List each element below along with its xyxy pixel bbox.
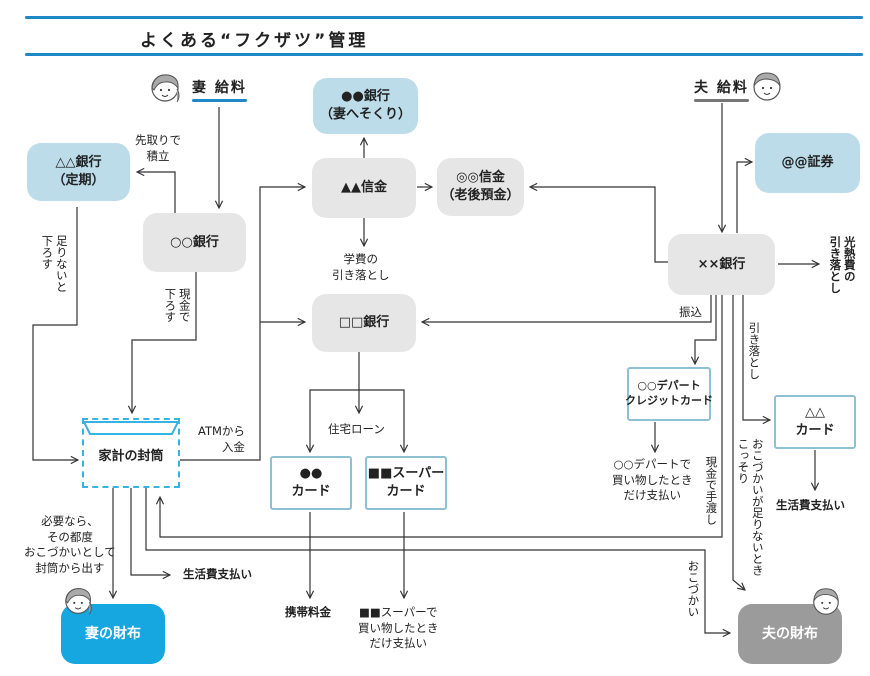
arrow-cross-bank-to-square-bank — [422, 295, 712, 322]
page-title: よくある“フクザツ”管理 — [140, 31, 369, 51]
wife-salary-label: 妻 給料 — [192, 77, 247, 102]
node-triangle-card: △△ カード — [774, 395, 856, 449]
label-utility-debit: 光熱費の 引き落とし — [828, 236, 857, 294]
node-double-circle-shinkin: ◎◎信金 （老後預金） — [437, 158, 524, 216]
arrow-square-bank-to-super-card — [359, 389, 404, 452]
arrow-cross-bank-to-securities — [736, 162, 752, 233]
node-black-triangle-shinkin: ▲▲信金 — [312, 158, 416, 218]
node-black-circle-bank: ●●銀行 （妻へそくり） — [313, 78, 418, 134]
node-black-circle-card: ●● カード — [270, 456, 352, 510]
label-withdraw-cash: 現金で 下ろす — [163, 288, 192, 323]
wife-face-icon — [151, 74, 180, 103]
arrow-circle-bank-to-envelope — [132, 272, 197, 413]
husband-wallet-face-icon — [813, 588, 839, 615]
node-department-card: ○○デパート クレジットカード — [625, 367, 713, 421]
arrow-cross-bank-to-double-circle — [530, 187, 668, 263]
node-wife-wallet: 妻の財布 — [61, 604, 165, 664]
label-cash-handover: 現金で手渡し — [704, 456, 719, 525]
node-circle-bank: ○○銀行 — [143, 213, 246, 272]
husband-salary-text: 夫 給料 — [694, 80, 749, 96]
label-withdraw-if-short: 足りないと 下ろす — [40, 235, 69, 293]
label-home-loan: 住宅ローン — [328, 422, 385, 436]
wife-salary-text: 妻 給料 — [192, 80, 247, 96]
arrow-envelope-to-husband-wallet — [145, 487, 730, 633]
node-household-envelope: 家計の封筒 — [82, 418, 180, 488]
envelope-flap-icon — [84, 421, 178, 435]
arrow-cross-bank-to-envelope — [160, 295, 723, 538]
label-living-expenses-left: 生活費支払い — [183, 567, 252, 581]
arrow-envelope-to-shinkin — [180, 187, 305, 461]
arrow-cross-bank-to-dept-card — [695, 295, 717, 364]
node-cross-bank: ××銀行 — [668, 234, 775, 295]
husband-face-icon — [753, 72, 781, 101]
arrow-triangle-bank-to-envelope — [32, 207, 78, 460]
header-rule-top — [25, 16, 863, 19]
node-triangle-bank: △△銀行 （定期） — [27, 143, 130, 201]
arrow-envelope-to-living-expenses — [130, 487, 170, 575]
wife-wallet-face-icon — [65, 588, 92, 615]
node-securities: @@証券 — [755, 133, 860, 193]
label-debit: 引き落とし — [747, 322, 762, 380]
label-phone-fee: 携帯料金 — [285, 605, 331, 619]
header-rule-bottom — [25, 53, 863, 56]
husband-salary-underline — [694, 99, 749, 102]
wife-salary-underline — [192, 99, 247, 102]
label-allowance: おこづかい — [686, 560, 701, 618]
label-department-purchase: ○○デパートで 買い物したとき だけ支払い — [612, 457, 693, 503]
arrow-cross-bank-to-triangle-card — [742, 295, 770, 420]
label-living-expenses-right: 生活費支払い — [776, 498, 845, 512]
label-transfer: 振込 — [679, 305, 702, 319]
envelope-label: 家計の封筒 — [98, 449, 164, 465]
node-super-card: ■■スーパー カード — [365, 456, 447, 510]
label-secret-allowance: おこづかいが足りないとき こっそり — [736, 438, 765, 576]
arrow-circle-bank-to-triangle-bank — [137, 172, 176, 213]
label-super-purchase: ■■スーパーで 買い物したとき だけ支払い — [358, 605, 439, 651]
arrow-cross-bank-to-husband-wallet — [732, 295, 745, 590]
label-tuition-debit: 学費の 引き落とし — [332, 252, 390, 282]
label-advance-saving: 先取りで 積立 — [135, 133, 181, 163]
label-atm-deposit: ATMから 入金 — [198, 424, 245, 454]
label-as-needed: 必要なら、 その都度 おこづかいとして 封筒から出す — [24, 514, 116, 575]
arrow-square-bank-to-black-circle-card — [310, 389, 359, 452]
node-square-bank: □□銀行 — [312, 294, 416, 352]
husband-salary-label: 夫 給料 — [694, 77, 749, 102]
